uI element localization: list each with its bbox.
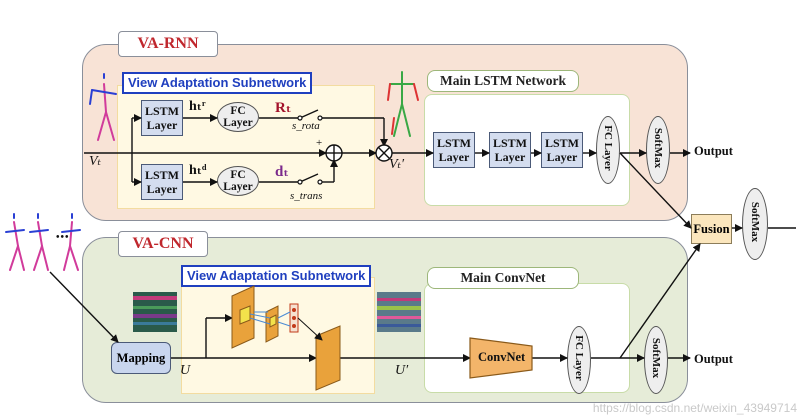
fusion-block: Fusion	[691, 214, 732, 244]
r-t-label: Rₜ	[275, 100, 292, 116]
va-cnn-tag: VA-CNN	[118, 231, 208, 257]
main-lstm-layer-3: LSTM Layer	[541, 132, 583, 168]
main-lstm-title: Main LSTM Network	[427, 70, 579, 92]
rnn-wiring	[84, 109, 692, 229]
v-t-prime-label: Vₜ′	[389, 157, 405, 172]
plus-sign: +	[316, 137, 323, 149]
skeleton-vt-icon	[89, 73, 117, 141]
s-rota-label: s_rota	[292, 120, 320, 132]
switch-dots	[297, 115, 323, 185]
rnn-lstm-layer-translation: LSTM Layer	[141, 164, 183, 200]
s-trans-label: s_trans	[290, 190, 323, 202]
skeleton-image-u	[133, 292, 177, 332]
u-prime-label: U′	[395, 363, 409, 378]
conv-feature-maps-icon	[231, 285, 341, 391]
main-convnet-box	[424, 283, 630, 393]
main-lstm-label: LSTM Layer	[492, 136, 527, 164]
sum-and-multiply-nodes	[325, 144, 393, 162]
cnn-fc-layer	[567, 326, 591, 394]
v-t-label: Vₜ	[89, 154, 102, 169]
rnn-fc-label: FC Layer	[223, 105, 253, 129]
cnn-wiring	[49, 224, 796, 362]
rnn-fc-label: FC Layer	[223, 169, 253, 193]
rnn-output-label: Output	[694, 144, 733, 158]
main-lstm-label: LSTM Layer	[436, 136, 471, 164]
rnn-lstm-layer-rotation: LSTM Layer	[141, 100, 183, 136]
ellipsis: •••	[56, 232, 70, 243]
main-lstm-layer-2: LSTM Layer	[489, 132, 531, 168]
cnn-output-label: Output	[694, 352, 733, 366]
convnet-label: ConvNet	[478, 350, 526, 364]
main-lstm-label: LSTM Layer	[544, 136, 579, 164]
watermark: https://blog.csdn.net/weixin_43949714	[592, 401, 797, 415]
mapping-block: Mapping	[111, 342, 171, 374]
rnn-subnetwork-title: View Adaptation Subnetwork	[122, 72, 313, 94]
h-r-label: hₜʳ	[189, 99, 206, 114]
cnn-subnetwork-title: View Adaptation Subnetwork	[181, 265, 372, 287]
rnn-lstm-label: LSTM Layer	[144, 104, 179, 132]
d-t-label: dₜ	[275, 164, 289, 180]
u-label: U	[180, 363, 191, 378]
skeleton-image-u-prime	[377, 292, 421, 332]
fusion-softmax	[742, 188, 768, 260]
input-skeleton-icon	[5, 213, 81, 271]
va-rnn-tag: VA-RNN	[118, 31, 218, 57]
rnn-fc-layer-translation: FC Layer	[217, 166, 259, 196]
rnn-lstm-label: LSTM Layer	[144, 168, 179, 196]
skeleton-vt-prime-icon	[387, 71, 419, 137]
main-lstm-fc-layer	[596, 116, 620, 184]
convnet-block	[469, 337, 533, 379]
h-d-label: hₜᵈ	[189, 163, 207, 178]
main-convnet-title: Main ConvNet	[427, 267, 579, 289]
